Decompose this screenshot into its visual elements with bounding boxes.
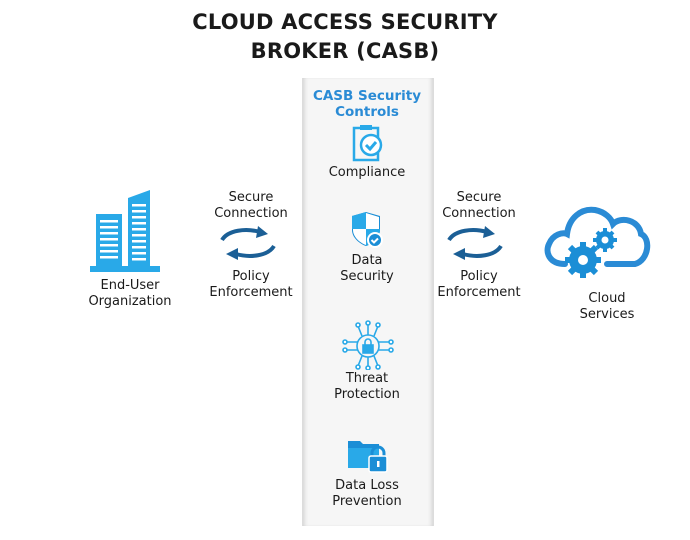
control-label: Protection [334, 387, 400, 402]
connector-text: Policy [460, 269, 498, 284]
title-line-1: CLOUD ACCESS SECURITY [192, 10, 498, 34]
control-label: Prevention [332, 494, 402, 509]
control-label: Data Loss [335, 478, 399, 493]
left-label-line-1: End-User [100, 278, 160, 293]
left-label-line-2: Organization [88, 294, 172, 309]
title-line-2: BROKER (CASB) [250, 39, 440, 63]
connector-text: Connection [214, 206, 288, 221]
control-label: Compliance [328, 165, 406, 180]
connector-text: Connection [442, 206, 516, 221]
sync-arrows-icon [447, 226, 503, 260]
connector-text: Enforcement [437, 285, 521, 300]
panel-title-line-1: CASB Security [312, 88, 422, 104]
connector-text: Secure [456, 190, 502, 205]
control-label: Data [351, 253, 383, 268]
right-label-line-1: Cloud [588, 291, 626, 306]
cloud-gears-icon [544, 206, 651, 278]
clipboard-check-icon [352, 125, 383, 162]
sync-arrows-icon [220, 226, 276, 260]
shield-check-icon [352, 212, 383, 248]
folder-lock-icon [348, 441, 388, 473]
control-compliance: Compliance [297, 165, 437, 181]
right-label-line-2: Services [579, 307, 635, 322]
page-title: CLOUD ACCESS SECURITY BROKER (CASB) [0, 8, 690, 66]
circuit-lock-icon [342, 320, 394, 370]
panel-title-line-2: Controls [335, 104, 399, 120]
connector-text: Policy [232, 269, 270, 284]
connector-text: Secure [228, 190, 274, 205]
connector-text: Enforcement [209, 285, 293, 300]
control-label: Threat [345, 371, 389, 386]
building-icon [90, 190, 160, 272]
control-label: Security [340, 269, 394, 284]
